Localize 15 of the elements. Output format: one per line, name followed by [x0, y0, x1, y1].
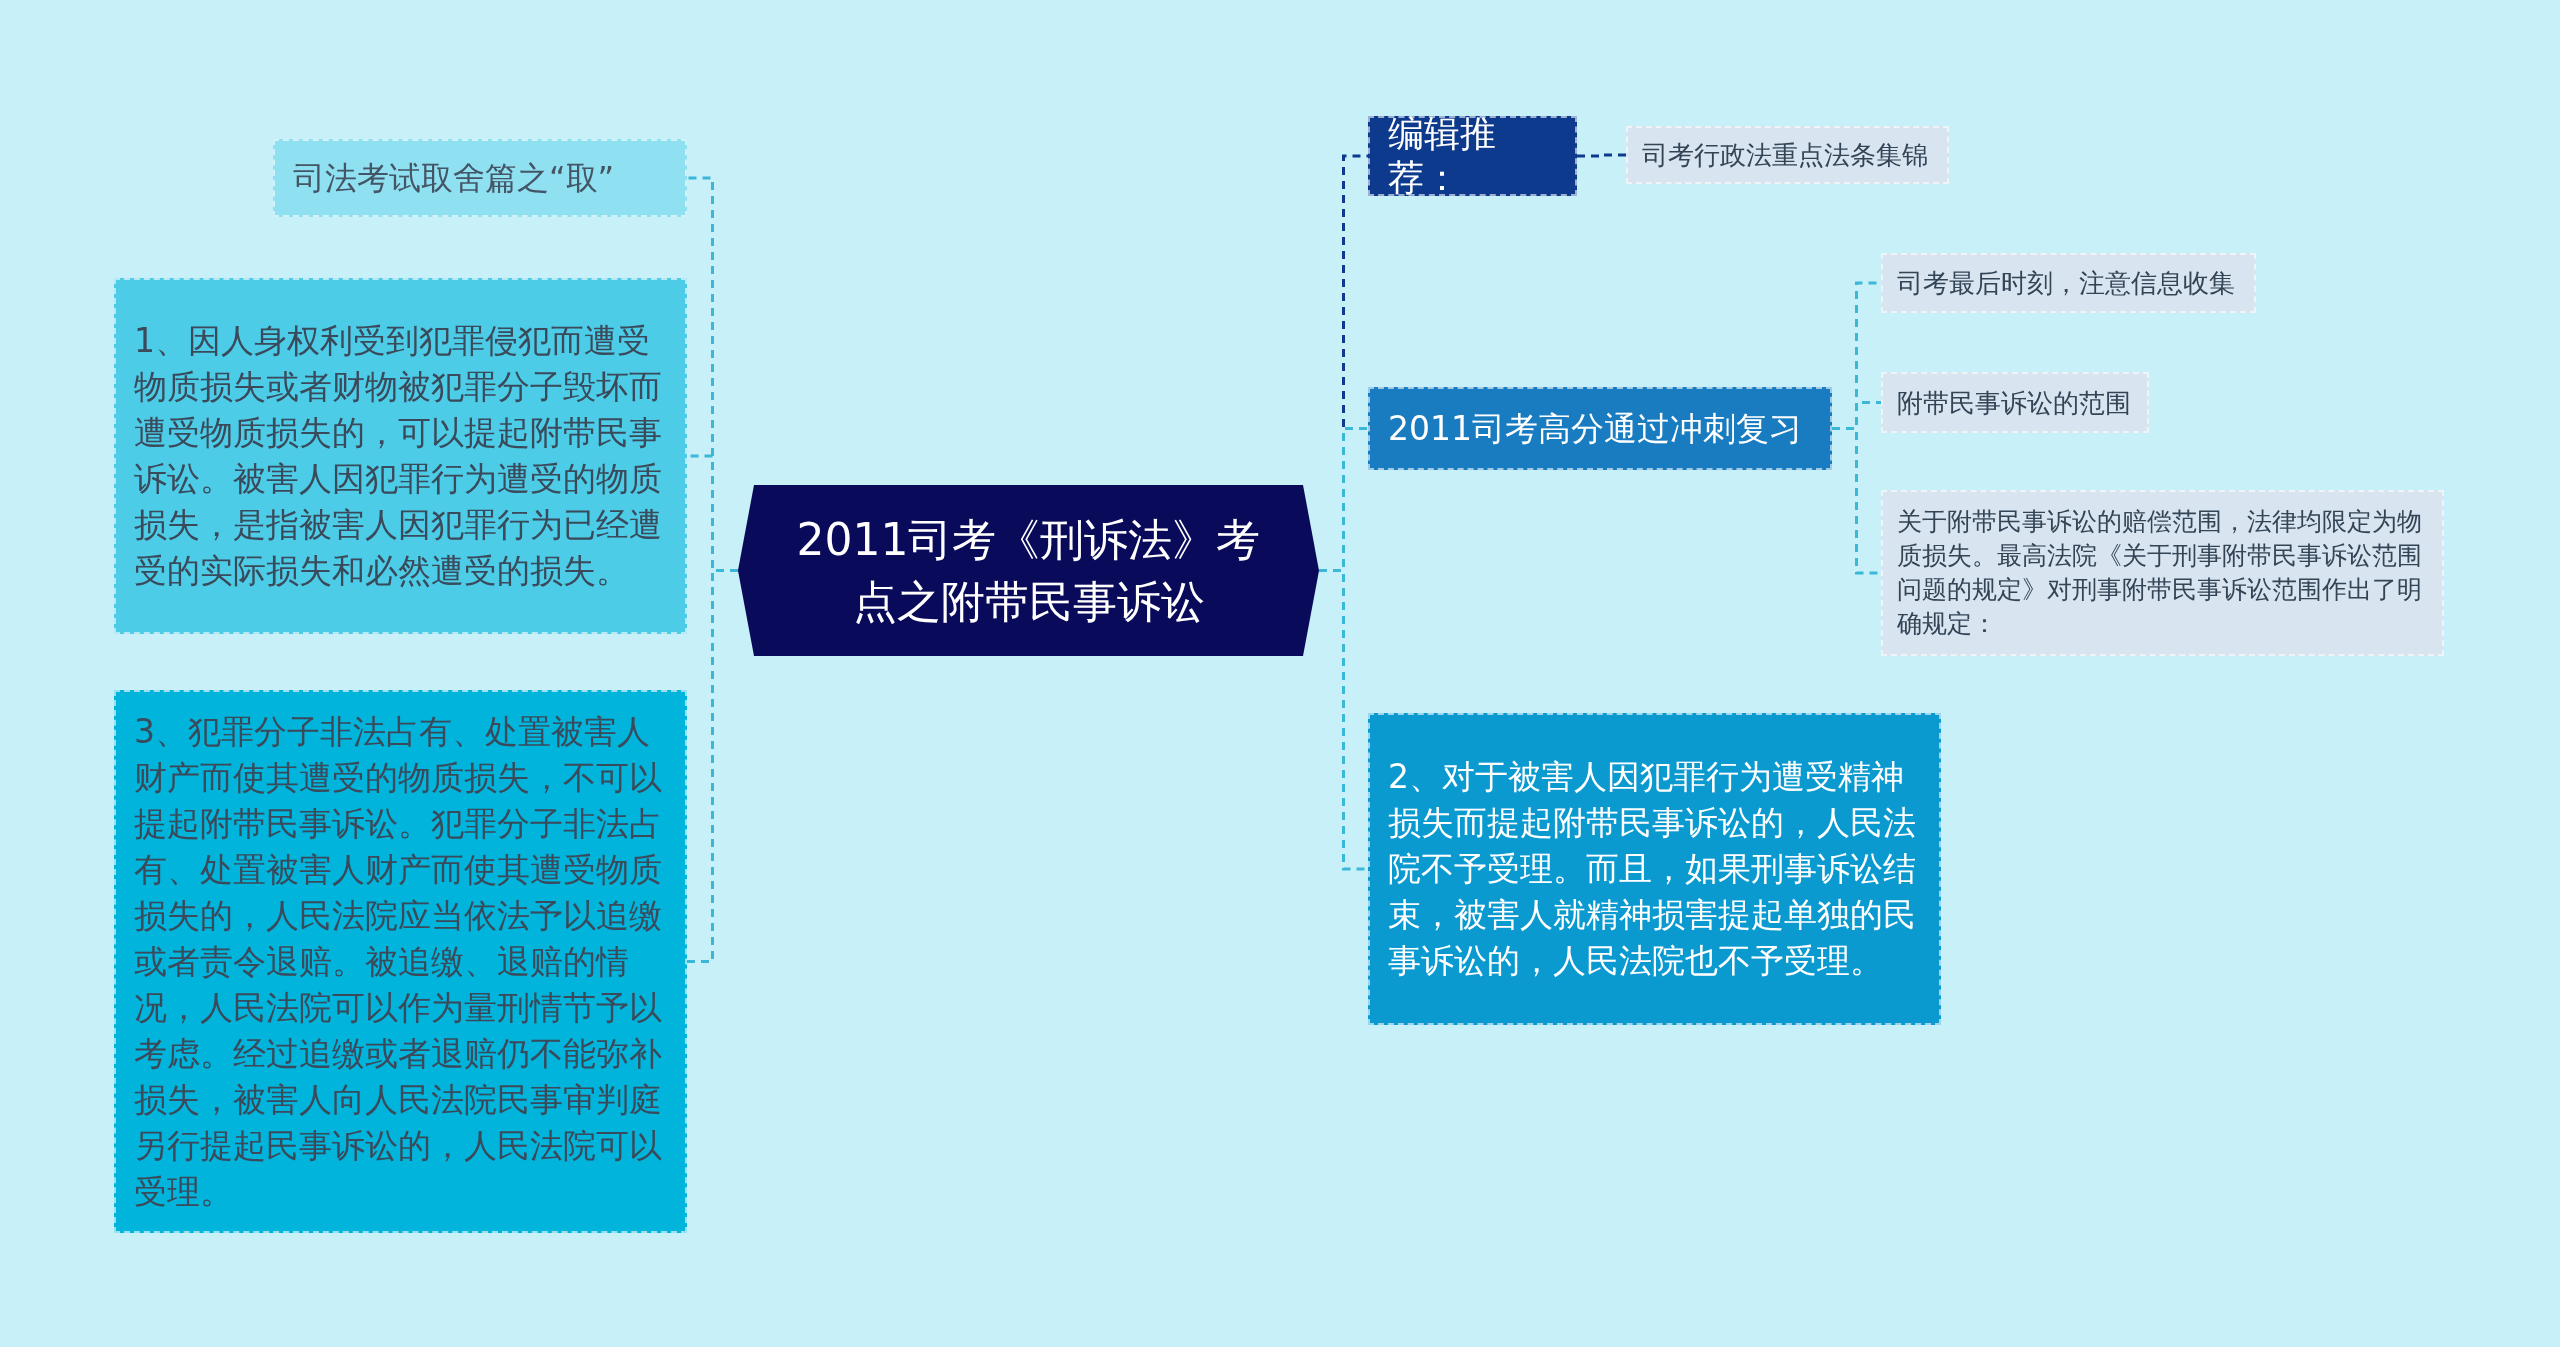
topic-box: 关于附带民事诉讼的赔偿范围，法律均限定为物质损失。最高法院《关于刑事附带民事诉讼范围问题的规定》对刑事附带民事诉讼范围作出了明确规定： [1881, 490, 2444, 656]
topic-box: 附带民事诉讼的范围 [1881, 372, 2149, 433]
connector-line [687, 569, 738, 963]
connector-line [1577, 153, 1626, 158]
connector-line [1832, 427, 1881, 575]
topic-box: 司法考试取舍篇之“取” [273, 139, 687, 217]
topic-box: 司考行政法重点法条集锦 [1626, 126, 1949, 184]
topic-box: 1、因人身权利受到犯罪侵犯而遭受物质损失或者财物被犯罪分子毁坏而遭受物质损失的，可以提起附带民事诉讼。被害人因犯罪行为遭受的物质损失，是指被害人因犯罪行为已经遭受的实际损失和必然遭受的损失。 [114, 278, 687, 634]
topic-title: 2011司考《刑诉法》考点之附带民事诉讼 [795, 512, 1262, 629]
topic-box: 2、对于被害人因犯罪行为遭受精神损失而提起附带民事诉讼的，人民法院不予受理。而且，如果刑事诉讼结束，被害人就精神损害提起单独的民事诉讼的，人民法院也不予受理。 [1368, 713, 1941, 1025]
topic-box: 司考最后时刻，注意信息收集 [1881, 253, 2256, 313]
connector-line [1319, 569, 1368, 871]
topic-box: 3、犯罪分子非法占有、处置被害人财产而使其遭受的物质损失，不可以提起附带民事诉讼。犯罪分子非法占有、处置被害人财产而使其遭受物质损失的，人民法院应当依法予以追缴或者责令退赔。被追缴、退赔的情况，人民法院可以作为量刑情节予以考虑。经过追缴或者退赔仍不能弥补损失，被害人向人民法院民事审判庭另行提起民事诉讼的，人民法院可以受理。 [114, 690, 687, 1233]
topic-box: 编辑推荐： [1368, 116, 1577, 196]
topic-box: 2011司考高分通过冲刺复习 [1368, 387, 1832, 470]
